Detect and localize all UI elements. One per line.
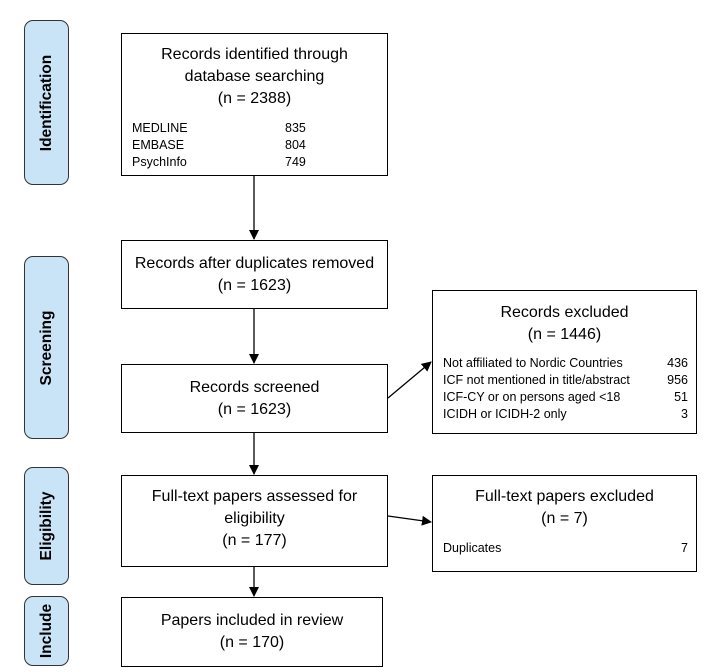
fulltext-assessed-title-1: Full-text papers assessed for [151, 488, 358, 505]
records-identified-box: Records identified through database sear… [121, 33, 388, 176]
source-count: 749 [285, 155, 306, 169]
source-name: MEDLINE [132, 121, 188, 135]
fulltext-exclusion-row: Duplicates 7 [443, 540, 688, 557]
fulltext-assessed-box: Full-text papers assessed for eligibilit… [121, 475, 388, 567]
exclusion-reason-label: ICIDH or ICIDH-2 only [443, 407, 567, 421]
arrow-fulltext-to-excluded [387, 515, 432, 526]
records-excluded-box: Records excluded (n = 1446) Not affiliat… [432, 290, 697, 434]
source-count: 804 [285, 138, 306, 152]
duplicates-removed-box: Records after duplicates removed (n = 16… [121, 240, 388, 309]
phase-eligibility: Eligibility [24, 467, 69, 585]
arrow-screened-to-excluded [387, 361, 432, 399]
fulltext-exclusion-label: Duplicates [443, 541, 502, 555]
records-identified-title-2: database searching [184, 68, 325, 85]
fulltext-assessed-count: (n = 177) [222, 532, 287, 549]
exclusion-reason-row: ICF not mentioned in title/abstract 956 [443, 372, 688, 389]
records-identified-title-1: Records identified through [161, 46, 348, 63]
fulltext-excluded-count: (n = 7) [541, 510, 588, 527]
fulltext-exclusion-count: 7 [681, 541, 688, 555]
source-row-psychinfo: PsychInfo 749 [132, 154, 382, 171]
exclusion-reason-count: 51 [674, 390, 688, 404]
source-name: PsychInfo [132, 155, 187, 169]
exclusion-reason-row: ICF-CY or on persons aged <18 51 [443, 389, 688, 406]
exclusion-reason-row: Not affiliated to Nordic Countries 436 [443, 355, 688, 372]
source-name: EMBASE [132, 138, 185, 152]
fulltext-excluded-box: Full-text papers excluded (n = 7) Duplic… [432, 475, 697, 572]
phase-identification: Identification [24, 20, 69, 185]
duplicates-removed-title: Records after duplicates removed [134, 255, 375, 272]
exclusion-reason-count: 436 [667, 356, 688, 370]
records-screened-box: Records screened (n = 1623) [121, 364, 388, 433]
fulltext-assessed-title-2: eligibility [224, 510, 285, 527]
phase-screening: Screening [24, 256, 69, 439]
source-row-embase: EMBASE 804 [132, 137, 382, 154]
source-list: MEDLINE 835 EMBASE 804 PsychInfo 749 [132, 120, 382, 171]
phase-include: Include [24, 596, 69, 666]
papers-included-box: Papers included in review (n = 170) [121, 597, 383, 667]
exclusion-reason-count: 956 [667, 373, 688, 387]
records-excluded-title: Records excluded [500, 304, 629, 321]
source-count: 835 [285, 121, 306, 135]
records-identified-count: (n = 2388) [217, 90, 292, 107]
exclusion-reasons-list: Not affiliated to Nordic Countries 436 I… [443, 355, 688, 423]
fulltext-exclusion-list: Duplicates 7 [443, 540, 688, 557]
exclusion-reason-label: ICF-CY or on persons aged <18 [443, 390, 621, 404]
source-row-medline: MEDLINE 835 [132, 120, 382, 137]
exclusion-reason-count: 3 [681, 407, 688, 421]
papers-included-title: Papers included in review [160, 612, 344, 629]
exclusion-reason-label: Not affiliated to Nordic Countries [443, 356, 623, 370]
fulltext-excluded-title: Full-text papers excluded [475, 488, 654, 505]
records-screened-count: (n = 1623) [217, 401, 292, 418]
duplicates-removed-count: (n = 1623) [217, 277, 292, 294]
exclusion-reason-label: ICF not mentioned in title/abstract [443, 373, 630, 387]
exclusion-reason-row: ICIDH or ICIDH-2 only 3 [443, 406, 688, 423]
records-excluded-count: (n = 1446) [527, 326, 602, 343]
records-screened-title: Records screened [189, 379, 320, 396]
papers-included-count: (n = 170) [219, 634, 285, 651]
